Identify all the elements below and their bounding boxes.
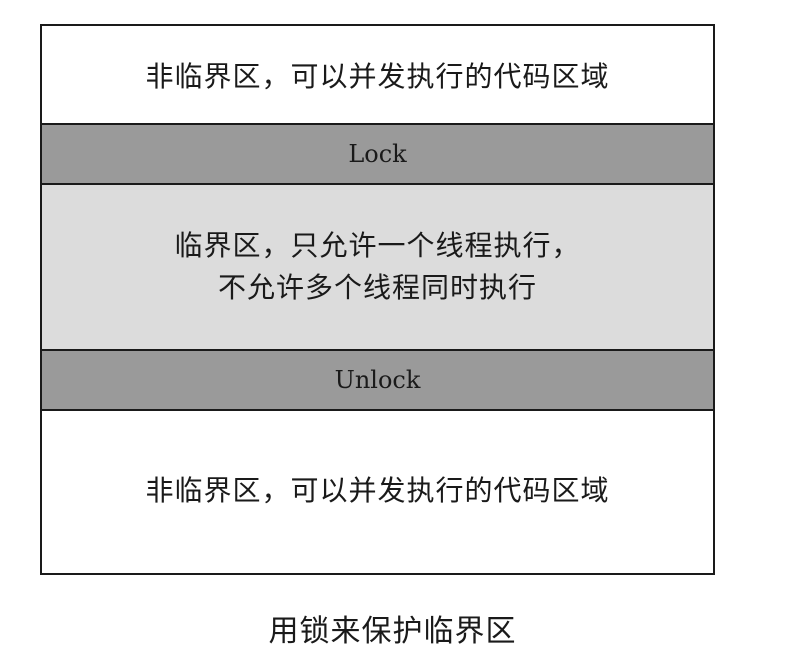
- critical-region: 临界区，只允许一个线程执行， 不允许多个线程同时执行: [42, 185, 713, 351]
- non-critical-region-bottom-label: 非临界区，可以并发执行的代码区域: [145, 474, 610, 507]
- lock-bar: Lock: [42, 125, 713, 185]
- lock-diagram: 非临界区，可以并发执行的代码区域 Lock 临界区，只允许一个线程执行， 不允许…: [40, 24, 715, 575]
- non-critical-region-top: 非临界区，可以并发执行的代码区域: [42, 26, 713, 125]
- non-critical-region-top-label: 非临界区，可以并发执行的代码区域: [145, 59, 610, 93]
- unlock-bar: Unlock: [42, 351, 713, 411]
- lock-label: Lock: [348, 140, 407, 168]
- critical-region-line-1: 临界区，只允许一个线程执行，: [174, 229, 581, 262]
- unlock-label: Unlock: [334, 366, 421, 394]
- critical-region-line-2: 不允许多个线程同时执行: [217, 271, 537, 304]
- non-critical-region-bottom: 非临界区，可以并发执行的代码区域: [42, 411, 713, 573]
- figure-caption: 用锁来保护临界区: [268, 614, 517, 649]
